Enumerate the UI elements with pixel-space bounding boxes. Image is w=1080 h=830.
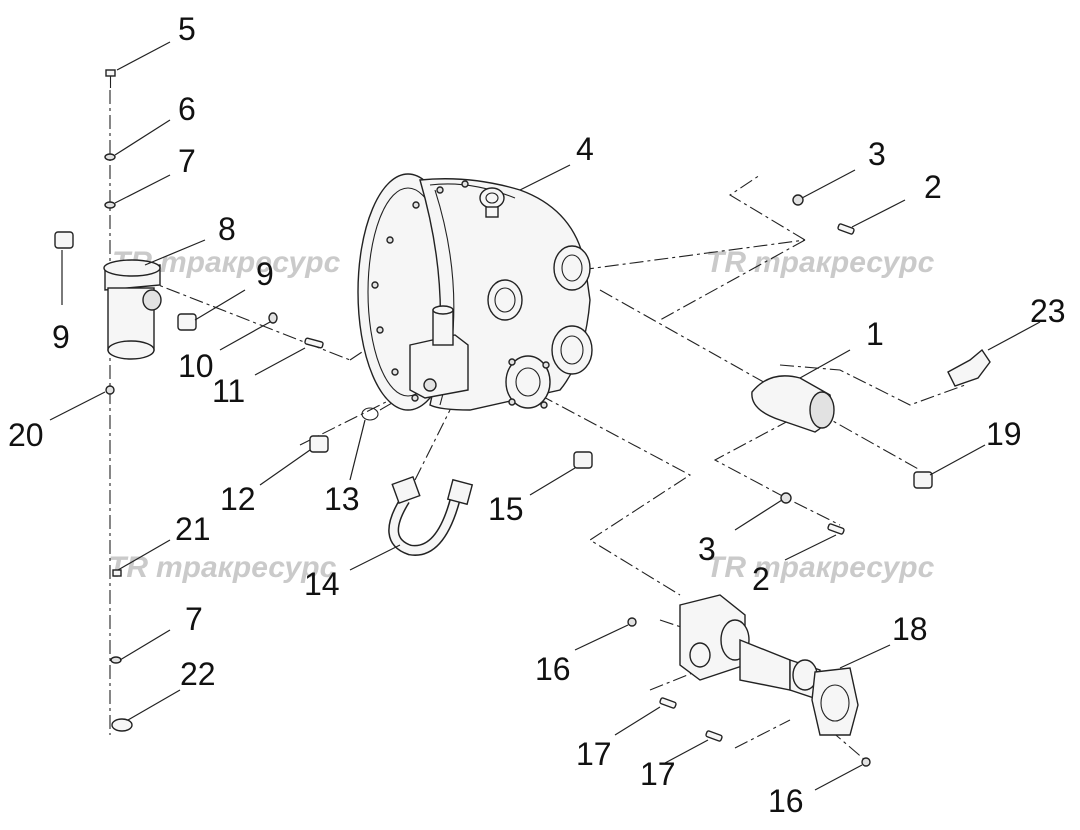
- callout-21: 21: [175, 511, 211, 547]
- callout-16-left: 16: [535, 651, 571, 687]
- callout-16-right: 16: [768, 783, 804, 819]
- leader-lines: [49, 41, 1041, 791]
- plug-icon: [54, 231, 74, 249]
- callout-11: 11: [212, 373, 245, 409]
- watermark-text: тракресурс: [160, 246, 341, 279]
- watermark-text: тракресурс: [754, 551, 935, 584]
- callout-9-left: 9: [52, 319, 70, 355]
- callout-2-lower: 2: [752, 561, 770, 597]
- callout-1: 1: [866, 316, 884, 352]
- oil-filter: [103, 259, 162, 360]
- callout-5: 5: [178, 11, 196, 47]
- callout-4: 4: [576, 131, 594, 167]
- callout-12: 12: [220, 481, 256, 517]
- callout-20: 20: [8, 417, 44, 453]
- callout-8: 8: [218, 211, 236, 247]
- washer-icon: [104, 201, 116, 209]
- watermark-bottom-left: TR тракресурс: [108, 551, 337, 584]
- callout-19: 19: [986, 416, 1022, 452]
- watermark-text: тракресурс: [754, 246, 935, 279]
- pipe-fitting: [388, 475, 474, 556]
- callout-14: 14: [304, 566, 340, 602]
- watermark-logo: TR: [706, 551, 746, 584]
- callout-23: 23: [1030, 293, 1066, 329]
- callout-7-lower: 7: [185, 601, 203, 637]
- watermark-top-right: TR тракресурс: [706, 246, 935, 279]
- callout-17-right: 17: [640, 756, 676, 792]
- callout-18: 18: [892, 611, 928, 647]
- callout-3-upper: 3: [868, 136, 886, 172]
- callout-10: 10: [178, 348, 214, 384]
- sensor-block: [751, 375, 835, 433]
- callout-3-lower: 3: [698, 531, 716, 567]
- small-hardware: [54, 69, 991, 767]
- bolt-icon: [105, 69, 116, 77]
- watermark-bottom-right: TR тракресурс: [706, 551, 935, 584]
- callout-9-right: 9: [256, 256, 274, 292]
- callout-labels: 1 2 2 3 3 4 5 6 7 7 8 9 9 10 11 12 13 14…: [8, 11, 1066, 819]
- callout-15: 15: [488, 491, 524, 527]
- callout-2-upper: 2: [924, 169, 942, 205]
- callout-17-left: 17: [576, 736, 612, 772]
- washer-icon: [104, 153, 116, 161]
- cardan-shaft: [679, 594, 859, 736]
- callout-7-upper: 7: [178, 143, 196, 179]
- watermark-top-left: TR тракресурс: [112, 246, 341, 279]
- watermark-text: тракресурс: [156, 551, 337, 584]
- watermark-logo: TR: [706, 246, 746, 279]
- gearbox-housing: [357, 173, 593, 411]
- callout-6: 6: [178, 91, 196, 127]
- plug-icon: [177, 313, 197, 331]
- callout-13: 13: [324, 481, 360, 517]
- callout-22: 22: [180, 656, 216, 692]
